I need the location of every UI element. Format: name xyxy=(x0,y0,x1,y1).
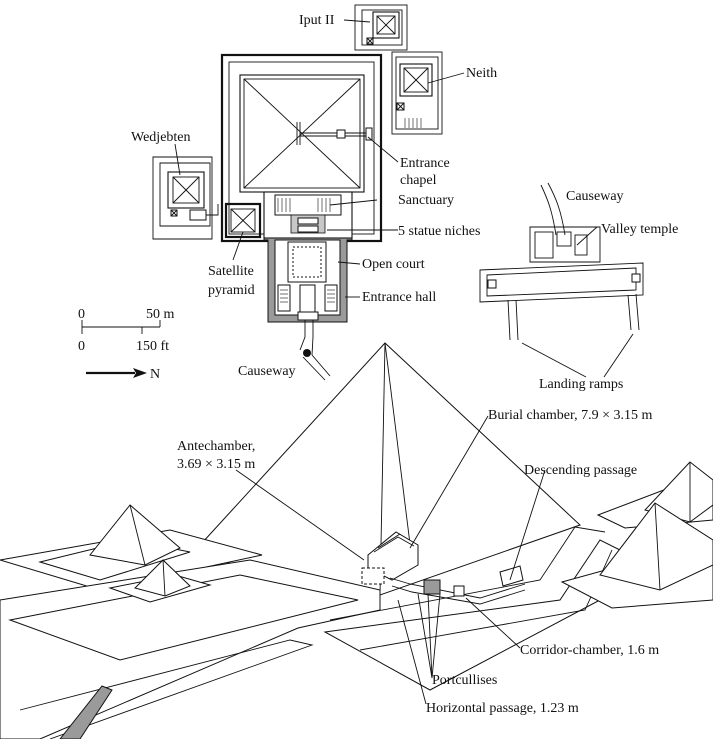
queen-pyramid-left-1 xyxy=(38,504,191,581)
mortuary-temple-plan xyxy=(263,191,353,323)
satellite-pyramid-plan xyxy=(224,202,262,239)
label-entrance-chapel-2: chapel xyxy=(400,173,437,188)
queen-pyramid-left-2 xyxy=(108,559,212,603)
label-iput-ii: Iput II xyxy=(299,13,335,28)
perspective-view xyxy=(0,342,713,739)
scale-bar xyxy=(81,320,161,378)
label-antechamber-2: 3.69 × 3.15 m xyxy=(177,457,255,472)
label-landing-ramps: Landing ramps xyxy=(539,377,623,392)
plan-leader-lines xyxy=(174,19,465,298)
perspective-leader-lines xyxy=(235,415,546,705)
label-descending-passage: Descending passage xyxy=(524,463,637,478)
label-corridor-chamber: Corridor-chamber, 1.6 m xyxy=(520,643,659,658)
wedjebten-complex-plan xyxy=(152,156,219,240)
iput-ii-complex-plan xyxy=(354,4,408,51)
label-entrance-chapel-1: Entrance xyxy=(400,156,450,171)
label-neith: Neith xyxy=(466,66,497,81)
label-portcullises: Portcullises xyxy=(432,673,497,688)
north-label: N xyxy=(150,367,160,382)
burial-chambers-perspective xyxy=(361,531,526,605)
complex-plan xyxy=(152,4,465,381)
label-satellite-2: pyramid xyxy=(208,283,255,298)
label-satellite-1: Satellite xyxy=(208,264,254,279)
north-arrow-icon xyxy=(133,368,147,378)
label-antechamber-1: Antechamber, xyxy=(177,439,255,454)
queen-pyramid-right-2 xyxy=(560,502,713,609)
label-entrance-hall: Entrance hall xyxy=(362,290,436,305)
label-burial-chamber: Burial chamber, 7.9 × 3.15 m xyxy=(488,408,653,423)
label-horizontal-passage: Horizontal passage, 1.23 m xyxy=(426,701,579,716)
label-statue-niches: 5 statue niches xyxy=(398,224,480,239)
scale-ft-zero: 0 xyxy=(78,339,85,354)
label-causeway-plan: Causeway xyxy=(238,364,296,379)
label-open-court: Open court xyxy=(362,257,425,272)
label-sanctuary: Sanctuary xyxy=(398,193,454,208)
main-pyramid-plan xyxy=(239,74,373,193)
label-valley-temple: Valley temple xyxy=(601,222,678,237)
neith-complex-plan xyxy=(391,51,443,135)
label-wedjebten: Wedjebten xyxy=(131,130,191,145)
upper-causeway-plan xyxy=(299,320,331,381)
valley-temple-plan xyxy=(479,182,644,378)
scale-ft-value: 150 ft xyxy=(136,339,169,354)
label-causeway-valley: Causeway xyxy=(566,189,624,204)
scale-m-value: 50 m xyxy=(146,307,175,322)
scale-m-zero: 0 xyxy=(78,307,85,322)
